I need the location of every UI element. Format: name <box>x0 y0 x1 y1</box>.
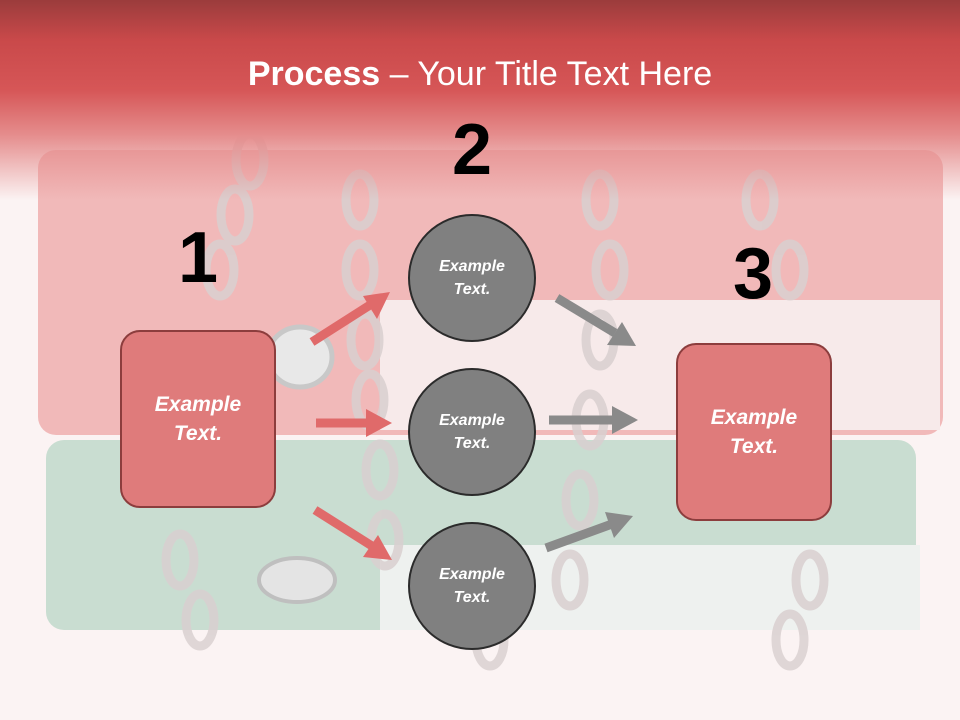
circle-bottom-line2: Text. <box>453 589 491 606</box>
circle-top-line1: Example <box>439 258 505 275</box>
title-band <box>0 0 960 200</box>
step-number-1: 1 <box>177 218 219 298</box>
arrow-left-bottom <box>312 506 392 560</box>
circle-middle-line1: Example <box>439 412 505 429</box>
right-text-box: Example Text. <box>676 343 832 521</box>
title-rest: Your Title Text Here <box>417 55 713 93</box>
right-box-line2: Text. <box>729 435 779 458</box>
left-box-line2: Text. <box>173 422 223 445</box>
arrow-left-top <box>309 292 390 346</box>
step-number-3: 3 <box>732 234 774 314</box>
slide-title: Process – Your Title Text Here <box>0 52 960 96</box>
circle-bottom: Example Text. <box>408 522 536 650</box>
step-number-2: 2 <box>451 110 493 190</box>
arrow-left-middle <box>316 409 392 437</box>
arrow-right-bottom <box>544 512 633 553</box>
circle-top-line2: Text. <box>453 281 491 298</box>
arrow-right-middle <box>549 406 638 434</box>
title-bold: Process <box>247 55 381 93</box>
title-dash: – <box>380 55 418 93</box>
left-text-box: Example Text. <box>120 330 276 508</box>
arrow-right-top <box>554 294 636 346</box>
left-box-line1: Example <box>154 393 242 416</box>
circle-middle: Example Text. <box>408 368 536 496</box>
circle-bottom-line1: Example <box>439 566 505 583</box>
right-box-line1: Example <box>710 406 798 429</box>
circle-middle-line2: Text. <box>453 435 491 452</box>
circle-top: Example Text. <box>408 214 536 342</box>
